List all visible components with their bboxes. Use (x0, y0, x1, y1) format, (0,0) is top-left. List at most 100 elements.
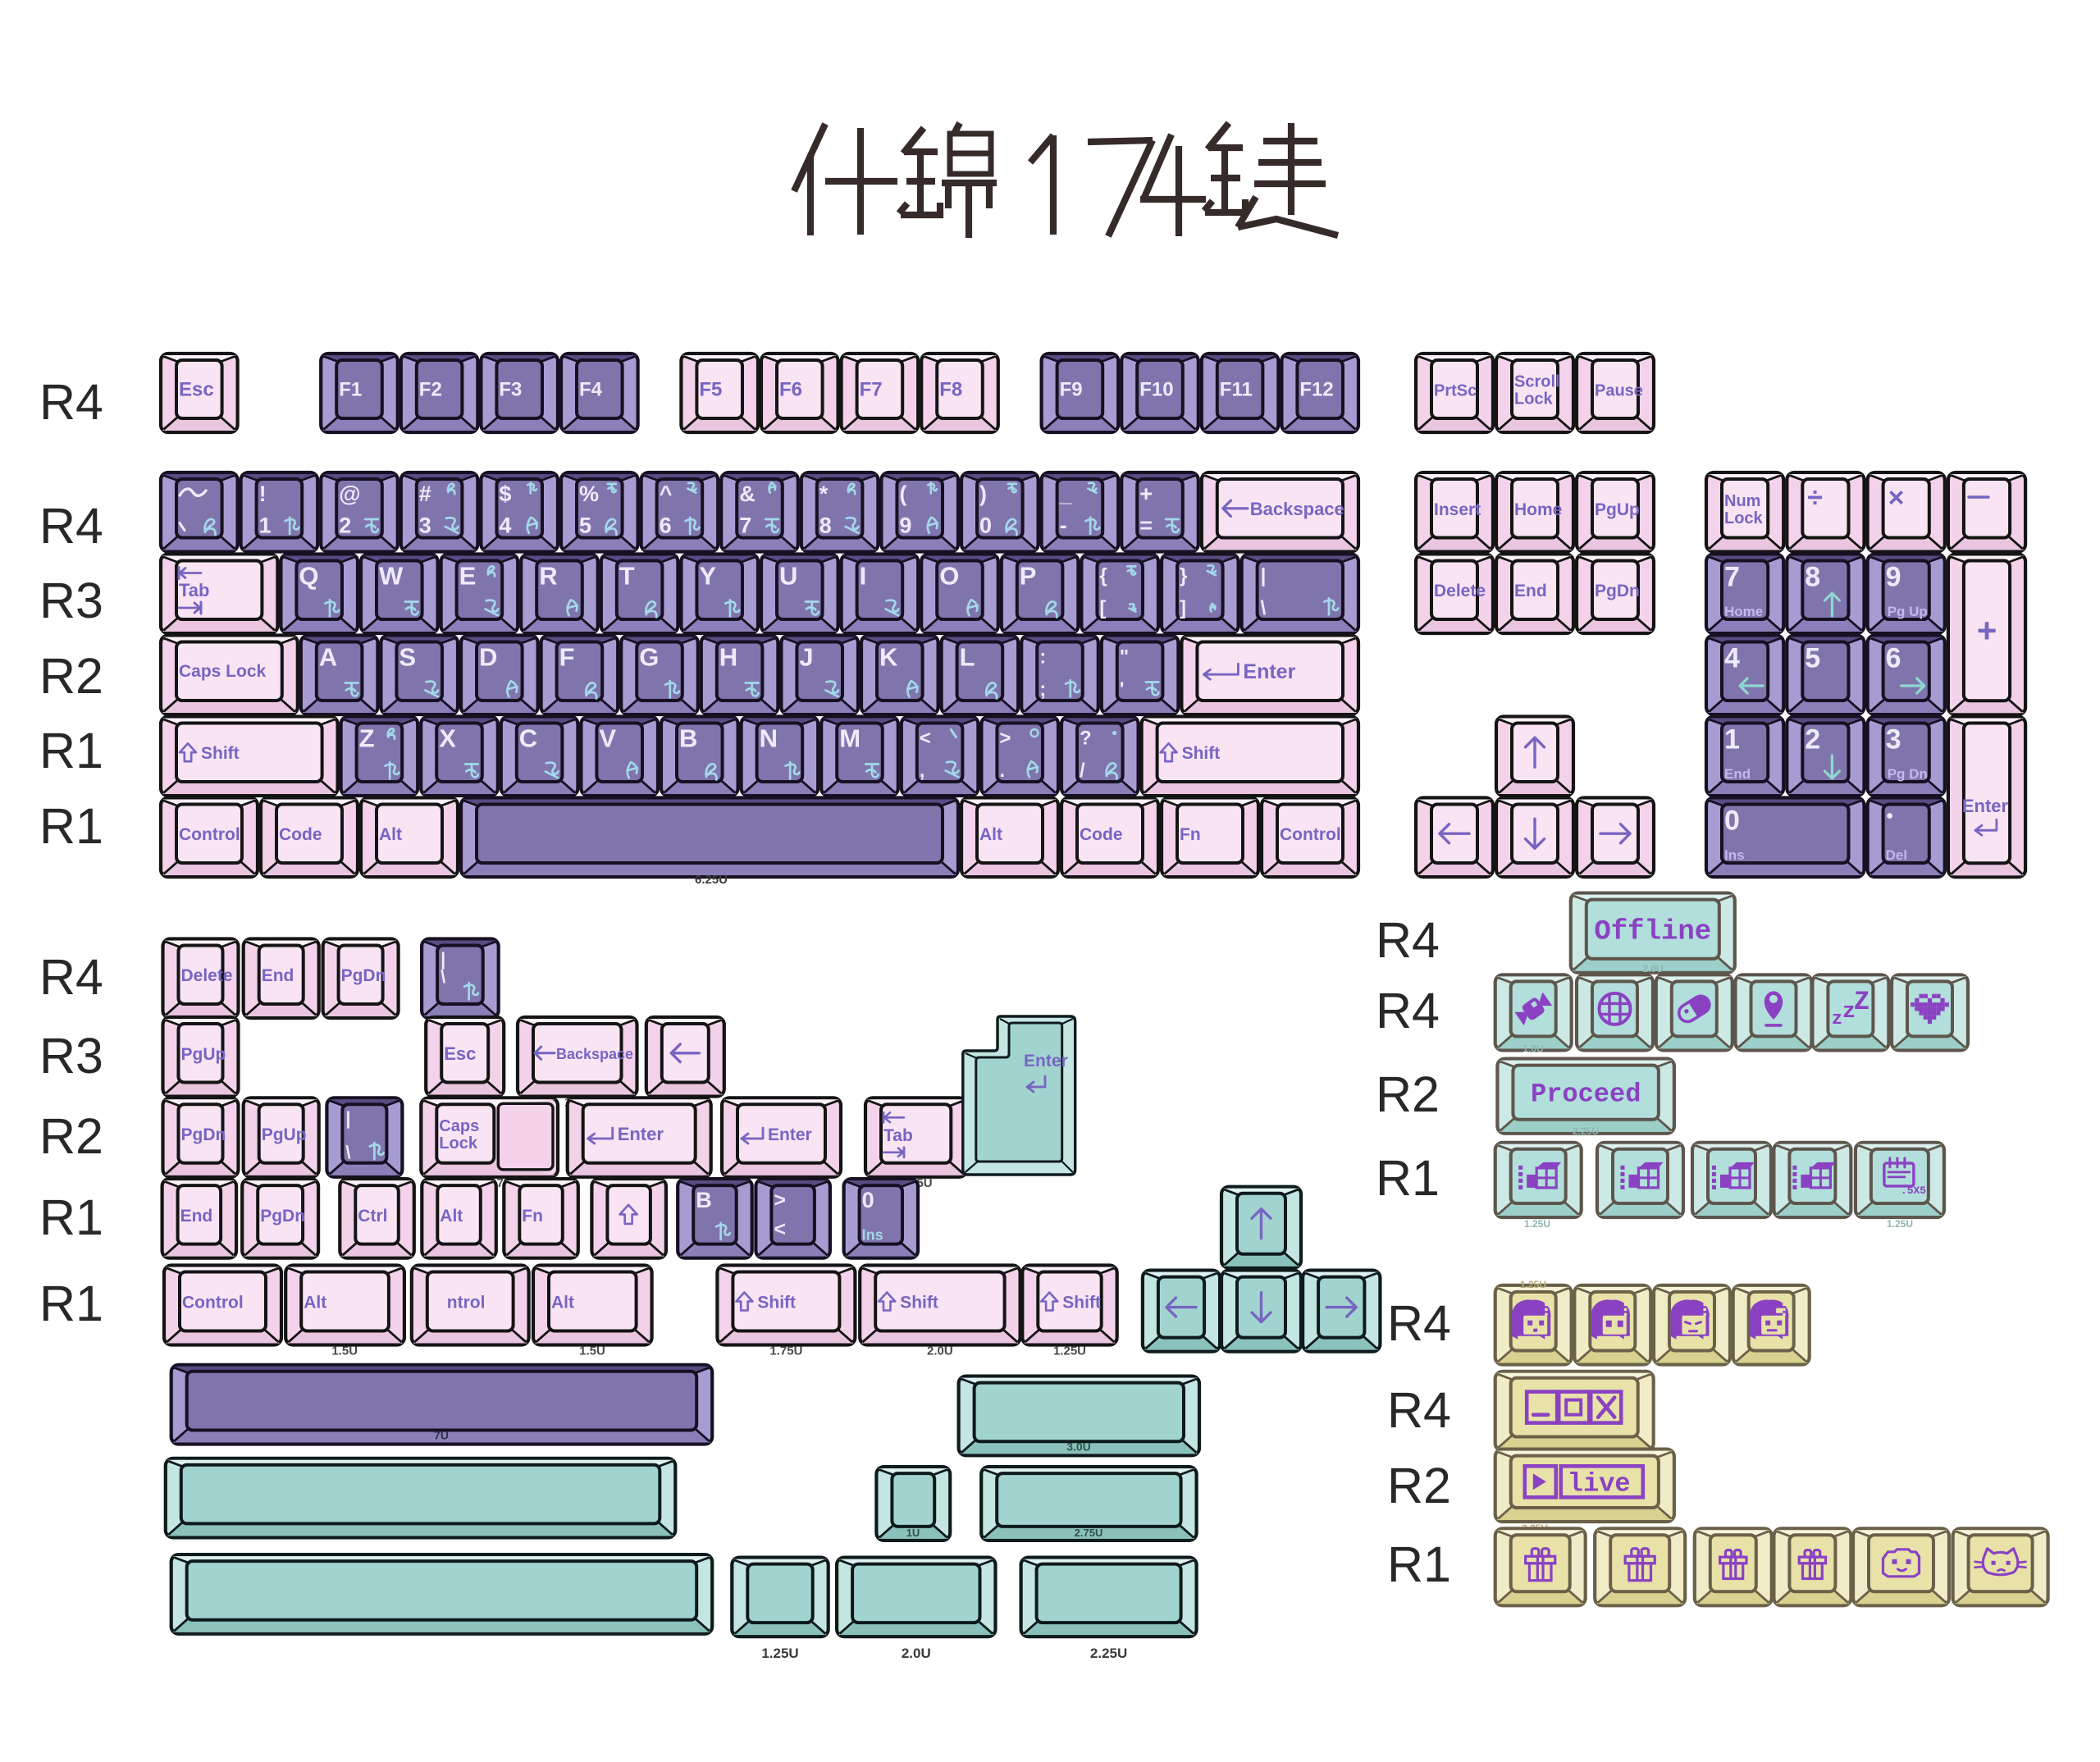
svg-text:*: * (819, 482, 829, 506)
svg-text:C: C (519, 724, 537, 753)
svg-text:F4: F4 (579, 379, 603, 401)
svg-text:Esc: Esc (179, 379, 214, 401)
svg-text:PgDn: PgDn (181, 1125, 226, 1144)
svg-text:1.5U: 1.5U (579, 1344, 605, 1358)
svg-text:9: 9 (1886, 562, 1901, 593)
svg-text:End: End (180, 1207, 213, 1226)
svg-text:z: z (1842, 1000, 1856, 1025)
svg-text:3: 3 (1886, 724, 1901, 755)
svg-text:F3: F3 (499, 379, 522, 401)
svg-text:_: _ (1059, 482, 1073, 506)
svg-text:0: 0 (862, 1188, 874, 1212)
svg-text:X: X (439, 724, 456, 753)
svg-text:R2: R2 (1376, 1066, 1440, 1122)
svg-text:-: - (1060, 514, 1067, 538)
svg-text:z: z (1832, 1009, 1842, 1029)
svg-text:1.0U: 1.0U (1522, 1043, 1543, 1054)
svg-text:Q: Q (299, 562, 318, 591)
svg-text:#: # (419, 482, 431, 506)
svg-text::: : (1039, 646, 1046, 669)
svg-text:6: 6 (1886, 643, 1901, 674)
svg-text:2.0U: 2.0U (927, 1344, 953, 1358)
svg-text:2.0U: 2.0U (902, 1646, 931, 1661)
svg-text:Ins: Ins (862, 1227, 883, 1244)
svg-text:PgDn: PgDn (1595, 582, 1640, 600)
svg-text:9: 9 (899, 514, 911, 538)
svg-text:H: H (719, 643, 737, 672)
svg-text:8: 8 (819, 514, 832, 538)
svg-text:R3: R3 (39, 573, 103, 628)
svg-text:End: End (262, 966, 294, 985)
svg-text:R4: R4 (1376, 983, 1440, 1038)
svg-text:2: 2 (1805, 724, 1820, 755)
svg-text:Offline: Offline (1594, 917, 1711, 948)
svg-text:Alt: Alt (379, 825, 402, 844)
svg-text:×: × (1888, 482, 1905, 514)
svg-text:1.25U: 1.25U (1887, 1218, 1913, 1230)
svg-text:÷: ÷ (1807, 482, 1823, 514)
svg-text:R1: R1 (39, 1189, 103, 1245)
svg-text:Home: Home (1514, 500, 1562, 519)
svg-text:5: 5 (1805, 643, 1820, 674)
svg-text:M: M (839, 724, 861, 753)
svg-text:G: G (639, 643, 659, 672)
svg-text:PgUp: PgUp (181, 1045, 226, 1064)
svg-text:R1: R1 (39, 1276, 103, 1331)
svg-text:End: End (1724, 766, 1751, 782)
svg-text:PgUp: PgUp (1595, 500, 1640, 519)
svg-text:L: L (960, 643, 975, 672)
svg-text:>: > (999, 728, 1011, 750)
svg-text:F7: F7 (860, 379, 883, 401)
svg-text:0: 0 (979, 514, 992, 538)
svg-text:B: B (679, 724, 697, 753)
svg-text:Control: Control (1280, 825, 1341, 844)
svg-text:K: K (879, 643, 898, 672)
svg-text:<: < (920, 728, 931, 750)
svg-text:,: , (920, 760, 925, 782)
svg-text:Alt: Alt (440, 1207, 463, 1226)
svg-text:Insert: Insert (1434, 500, 1481, 519)
svg-text:Enter: Enter (1962, 796, 2009, 816)
svg-text:!: ! (259, 482, 267, 506)
svg-text:F12: F12 (1299, 379, 1333, 401)
svg-text:Num: Num (1724, 492, 1760, 510)
svg-text:R4: R4 (1387, 1295, 1451, 1351)
svg-text:R4: R4 (39, 374, 103, 430)
svg-text:N: N (760, 724, 778, 753)
svg-text:D: D (479, 643, 497, 672)
svg-text:5: 5 (579, 514, 591, 538)
svg-text:Proceed: Proceed (1531, 1080, 1641, 1110)
svg-text:Z: Z (1854, 987, 1869, 1017)
svg-text:2.75U: 2.75U (1075, 1527, 1103, 1539)
svg-text:Backspace: Backspace (1250, 499, 1344, 519)
svg-text:F6: F6 (779, 379, 802, 401)
svg-text:B: B (696, 1188, 712, 1212)
svg-text:.5X5: .5X5 (1901, 1185, 1926, 1197)
svg-text:Home: Home (1724, 604, 1763, 619)
svg-text:Ins: Ins (1724, 847, 1745, 863)
svg-text:&: & (739, 482, 756, 506)
svg-text:Scroll: Scroll (1514, 373, 1560, 391)
svg-text:U: U (779, 562, 797, 591)
svg-text:R1: R1 (1387, 1536, 1451, 1592)
svg-text:1.25U: 1.25U (761, 1646, 798, 1661)
svg-text:^: ^ (660, 482, 673, 506)
svg-text:Del: Del (1886, 847, 1907, 863)
svg-text:2.0U: 2.0U (1642, 963, 1663, 975)
svg-text:Backspace: Backspace (556, 1046, 633, 1062)
svg-text:7: 7 (1724, 562, 1740, 593)
svg-text:J: J (799, 643, 813, 672)
svg-text:Pg Dn: Pg Dn (1888, 766, 1928, 782)
svg-text:F8: F8 (939, 379, 962, 401)
svg-text:{: { (1099, 565, 1107, 587)
svg-text:/: / (1080, 760, 1085, 782)
svg-text:": " (1120, 646, 1129, 669)
svg-text:R4: R4 (1387, 1382, 1451, 1438)
svg-text:): ) (979, 482, 987, 506)
svg-text:Pause: Pause (1595, 382, 1643, 400)
svg-text:?: ? (1080, 728, 1092, 750)
svg-text:\: \ (441, 966, 445, 987)
svg-text:ntrol: ntrol (447, 1294, 486, 1312)
svg-text:P: P (1020, 562, 1037, 591)
svg-text:PgDn: PgDn (341, 966, 386, 985)
